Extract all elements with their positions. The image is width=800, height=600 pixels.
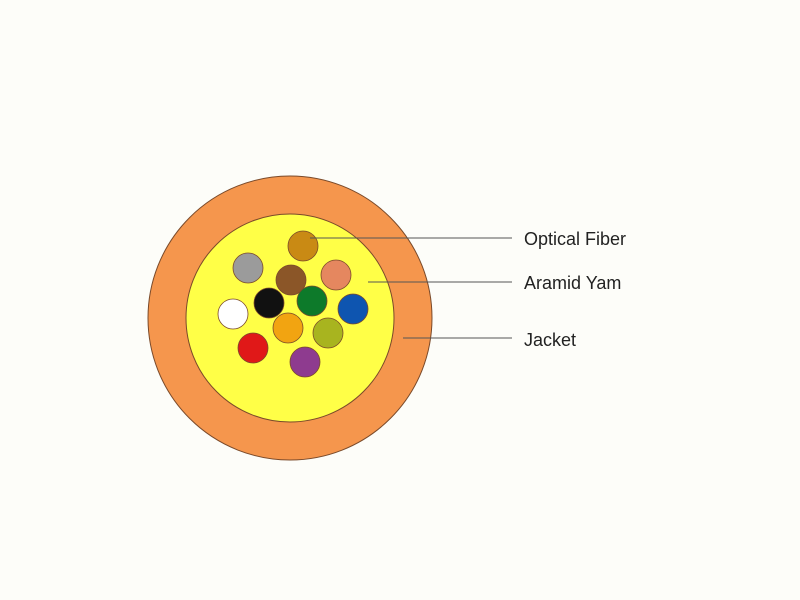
fiber-white (217, 298, 249, 330)
fiber-orange-brown (287, 230, 319, 262)
aramid-yarn-label: Aramid Yam (524, 273, 621, 293)
fiber-blue (337, 293, 369, 325)
fiber-gray (232, 252, 264, 284)
optical-fibers-group (217, 230, 369, 378)
fiber-brown (275, 264, 307, 296)
fiber-olive (312, 317, 344, 349)
jacket-label: Jacket (524, 330, 576, 350)
fiber-salmon (320, 259, 352, 291)
fiber-black (253, 287, 285, 319)
fiber-violet (289, 346, 321, 378)
optical-fiber-label: Optical Fiber (524, 229, 626, 249)
fiber-green (296, 285, 328, 317)
fiber-red (237, 332, 269, 364)
fiber-orange (272, 312, 304, 344)
